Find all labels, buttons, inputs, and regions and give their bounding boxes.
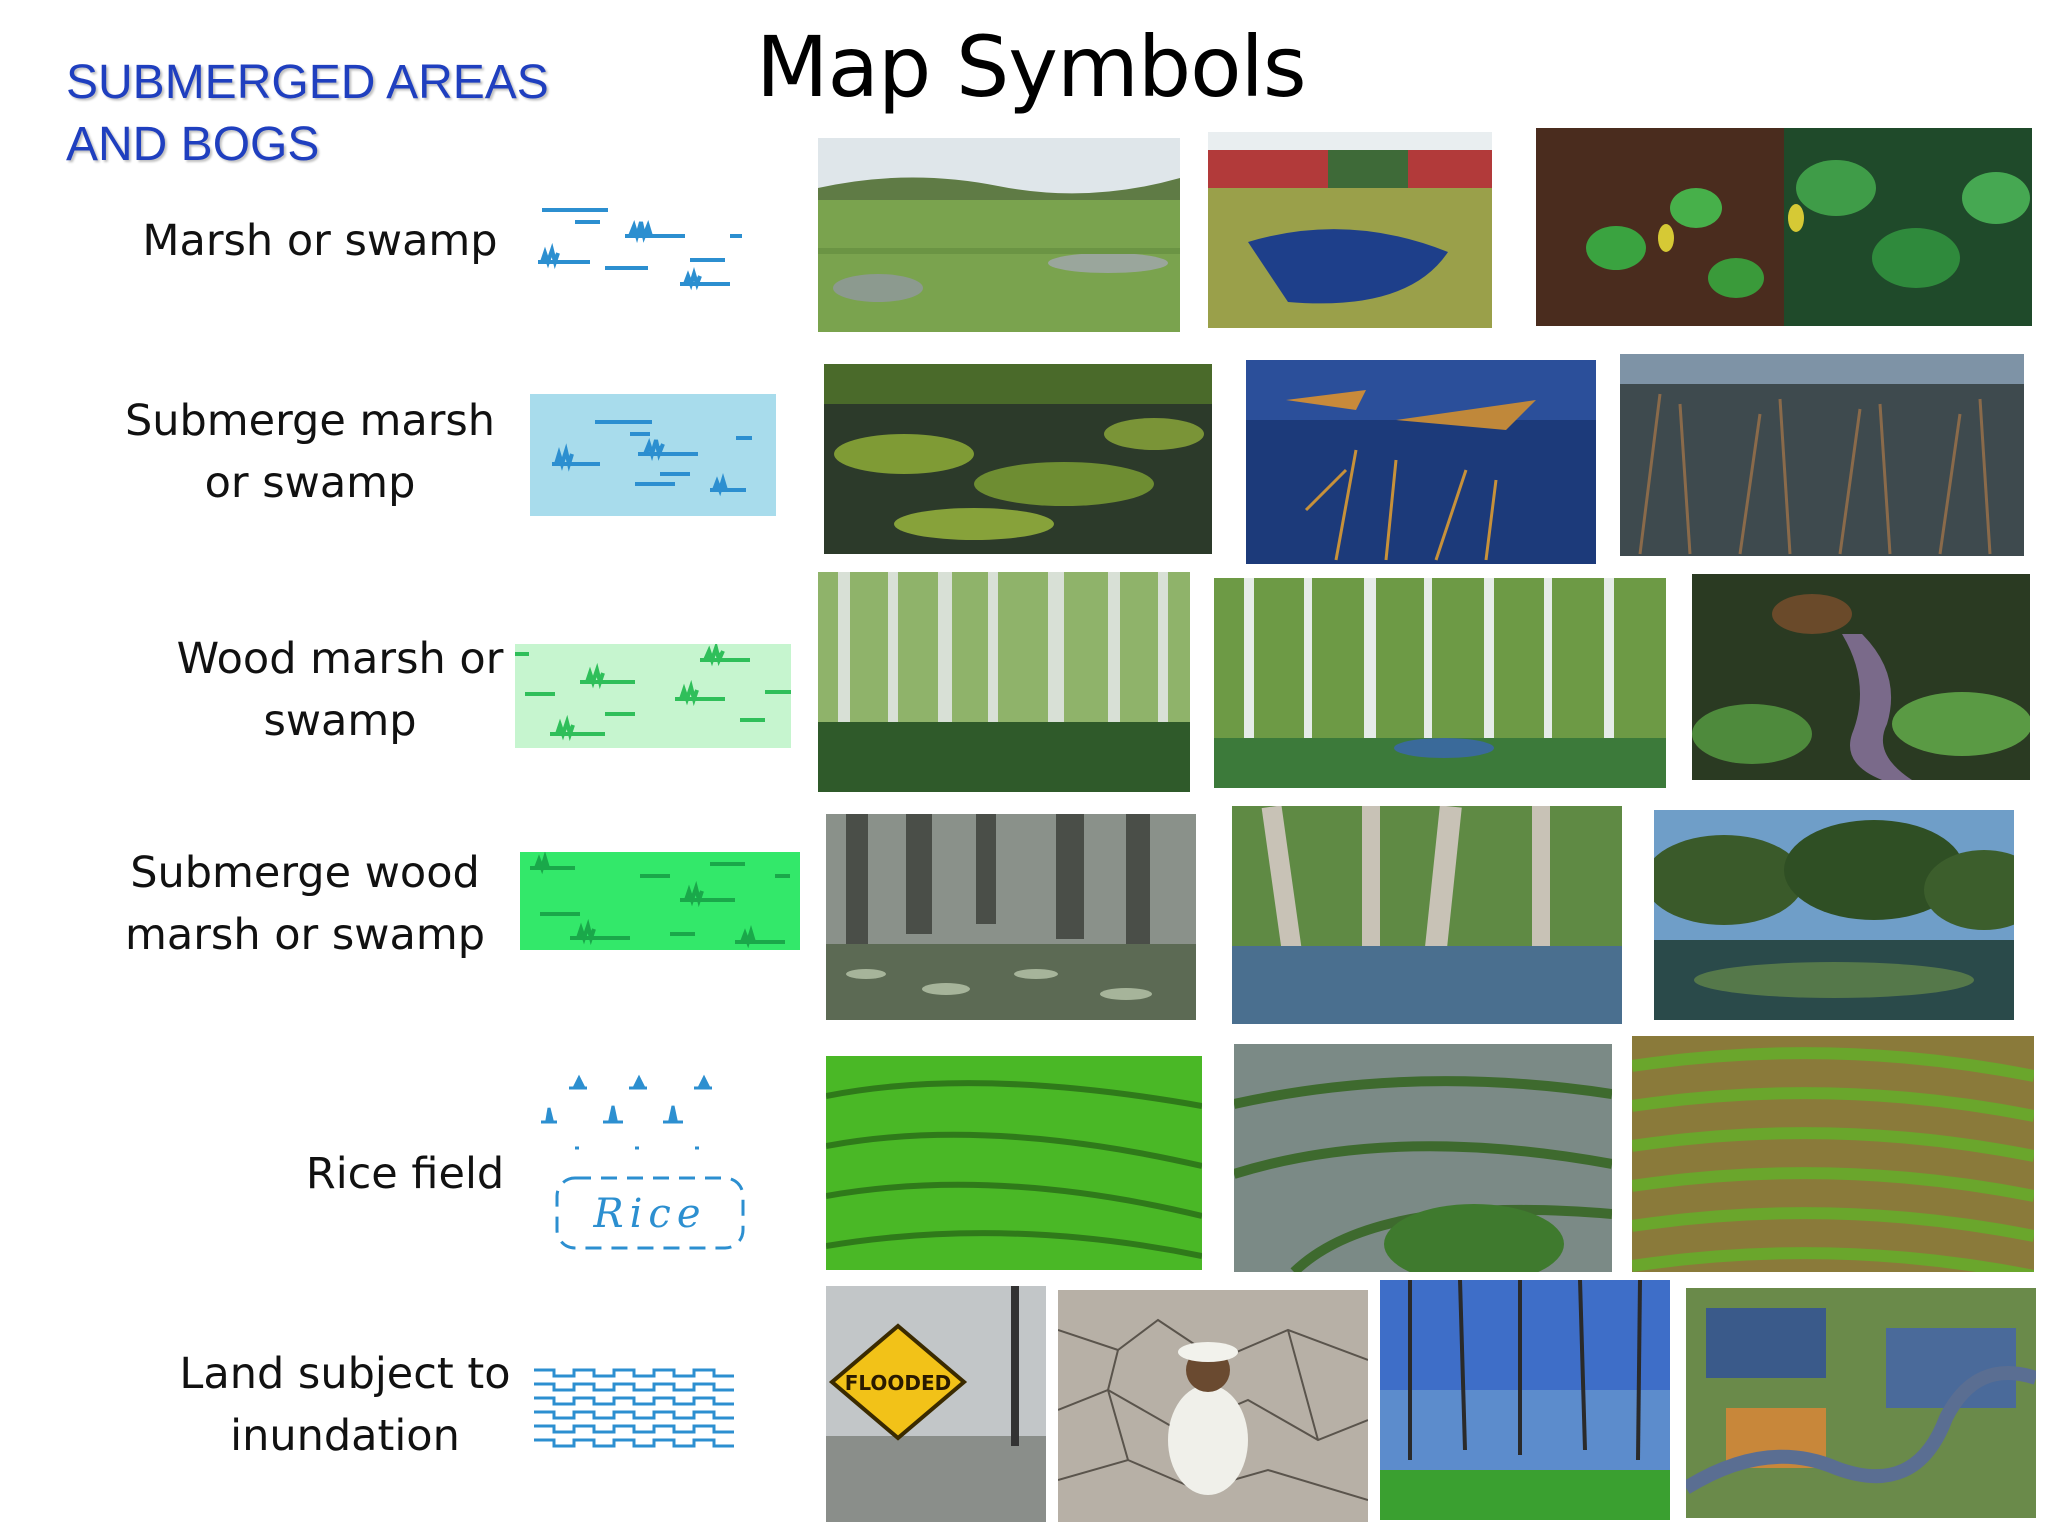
inundation-photo-cracked-earth [1058,1290,1368,1522]
label-wood-marsh: Wood marsh or swamp [176,634,504,746]
inundation-photo-flooded-trees [1380,1280,1670,1520]
label-rice-field: Rice field [305,1149,505,1199]
rice-field-symbol: Rice [541,1074,745,1250]
inundation-photo-aerial-river [1686,1288,2036,1518]
wood-marsh-photo-2 [1214,578,1666,788]
submerge-marsh-photo-2 [1246,360,1596,564]
submerge-marsh-symbol [530,394,776,516]
label-submerge-wood-marsh: Submerge wood marsh or swamp [125,848,485,960]
marsh-photo-2 [1208,132,1492,328]
page-title: Map Symbols [756,18,1307,116]
inundation-symbol [534,1368,734,1448]
wood-marsh-photo-3 [1692,574,2030,780]
submerge-wood-marsh-symbol [520,852,800,950]
submerge-marsh-photo-3 [1620,354,2024,556]
rice-photo-3 [1632,1036,2034,1272]
rice-symbol-text: Rice [593,1191,707,1237]
submerge-wood-photo-3 [1654,810,2014,1020]
section-title: SUBMERGED AREAS AND BOGS [66,56,549,171]
flooded-sign-text: FLOODED [845,1371,952,1395]
submerge-wood-photo-1 [826,814,1196,1020]
marsh-photo-3 [1536,128,2032,326]
marsh-photo-1 [818,138,1180,332]
label-land-inundation: Land subject to inundation [179,1349,511,1461]
wood-marsh-photo-1 [818,572,1190,792]
submerge-marsh-photo-1 [824,364,1212,554]
label-submerge-marsh: Submerge marsh or swamp [124,396,496,508]
label-marsh-or-swamp: Marsh or swamp [142,216,498,266]
rice-photo-1 [826,1056,1202,1270]
inundation-photo-flooded-sign: FLOODED [826,1286,1046,1522]
marsh-symbol [538,208,742,291]
rice-photo-2 [1234,1044,1612,1272]
wood-marsh-symbol [515,644,791,748]
submerge-wood-photo-2 [1232,806,1622,1024]
